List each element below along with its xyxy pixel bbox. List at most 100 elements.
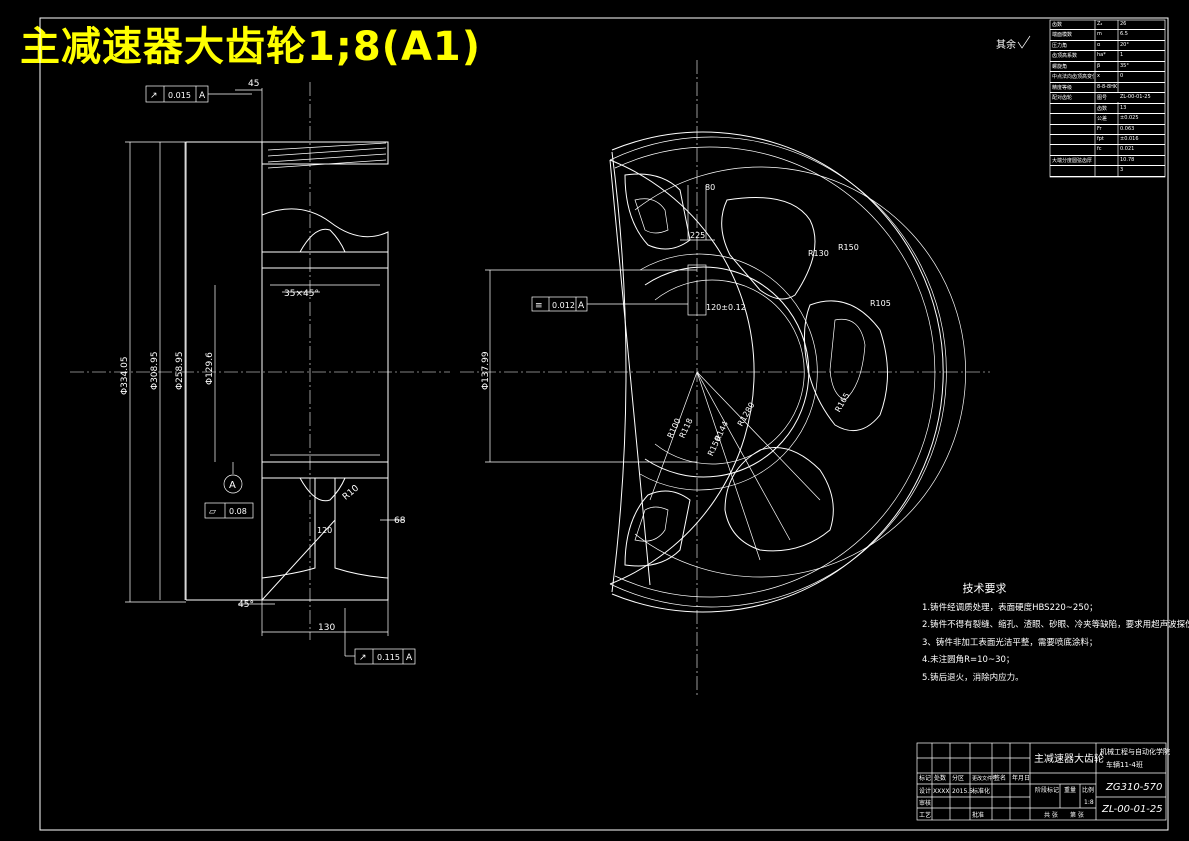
- param-cell: 齿数: [1052, 22, 1063, 28]
- drawing-number: ZL-00-01-25: [1101, 804, 1163, 815]
- svg-text:签名: 签名: [994, 774, 1006, 782]
- svg-text:处数: 处数: [934, 774, 946, 782]
- side-view: Φ137.99 ≡ 0.012 A 80 225 120±0.12 R130 R…: [460, 60, 990, 695]
- svg-text:R105: R105: [870, 299, 891, 308]
- param-cell: fpt: [1097, 135, 1104, 142]
- school-name: 机械工程与自动化学院: [1100, 747, 1170, 756]
- param-row: 中点法向齿顶高变位系数x 0: [1050, 72, 1165, 83]
- svg-text:45°: 45°: [238, 600, 254, 610]
- dim-diameter-2: Φ308.95: [150, 351, 160, 390]
- svg-text:68: 68: [394, 516, 406, 526]
- param-row: 大端分度圆弦齿厚 10.78: [1050, 156, 1165, 167]
- svg-text:更改文件号: 更改文件号: [972, 775, 997, 782]
- param-cell: 大端分度圆弦齿厚: [1052, 157, 1093, 164]
- param-cell: 1: [1120, 52, 1124, 59]
- param-row: 压力角 α 20°: [1050, 41, 1165, 52]
- drawing-frame: [39, 17, 1169, 831]
- param-cell: m: [1097, 31, 1102, 38]
- svg-text:A: A: [578, 301, 585, 311]
- dim-outer-diameter: Φ334.05: [120, 356, 130, 395]
- param-cell: 0: [1120, 73, 1124, 80]
- param-cell: 35°: [1120, 62, 1129, 69]
- svg-text:审核: 审核: [919, 799, 931, 807]
- svg-text:2015.5: 2015.5: [952, 788, 973, 795]
- param-cell: 3: [1120, 167, 1124, 174]
- svg-text:120: 120: [317, 526, 332, 535]
- svg-text:标记: 标记: [919, 774, 931, 782]
- param-cell: 20°: [1120, 41, 1129, 48]
- svg-text:分区: 分区: [952, 774, 964, 782]
- param-cell: ZL-00-01-25: [1120, 94, 1151, 101]
- param-cell: 0.063: [1120, 125, 1135, 132]
- svg-text:≡: ≡: [535, 301, 543, 311]
- param-cell: 中点法向齿顶高变位系数: [1052, 74, 1094, 81]
- param-cell: 公差: [1097, 116, 1108, 123]
- svg-text:XXXX: XXXX: [933, 788, 949, 795]
- svg-text:1:8: 1:8: [1084, 799, 1094, 806]
- material: ZG310-570: [1105, 782, 1162, 793]
- svg-text:0.08: 0.08: [229, 507, 247, 516]
- svg-text:R10: R10: [341, 483, 361, 502]
- param-cell: β: [1097, 62, 1101, 69]
- param-cell: 压力角: [1052, 42, 1068, 49]
- roughness-note: 其余: [996, 38, 1016, 51]
- param-row: 齿顶高系数 ha* 1: [1050, 51, 1165, 62]
- param-row: 螺旋角 β 35°: [1050, 62, 1165, 73]
- param-cell: x: [1097, 73, 1100, 80]
- svg-text:A: A: [199, 91, 206, 101]
- svg-text:A: A: [229, 480, 236, 491]
- svg-text:↗: ↗: [150, 91, 158, 101]
- param-cell: 8-8-8HK GB11365-89: [1097, 83, 1117, 90]
- svg-text:80: 80: [705, 183, 715, 192]
- param-cell: ha*: [1097, 52, 1106, 59]
- param-row: fc 0.021: [1050, 145, 1165, 156]
- param-cell: 图号: [1097, 95, 1108, 102]
- dim-diameter-3: Φ258.95: [175, 351, 185, 390]
- tech-item: 4.未注圆角R=10~30；: [922, 655, 1015, 665]
- svg-text:工艺: 工艺: [919, 811, 931, 819]
- tech-item: 5.铸后退火，消除内应力。: [922, 672, 1024, 683]
- svg-text:R150: R150: [706, 435, 723, 458]
- svg-text:阶段标记: 阶段标记: [1035, 786, 1059, 794]
- param-cell: 精度等级: [1052, 84, 1073, 91]
- param-cell: 螺旋角: [1052, 63, 1068, 70]
- technical-requirements: 技术要求 1.铸件经调质处理，表面硬度HBS220~250； 2.铸件不得有裂缝…: [922, 580, 1189, 687]
- drawing-title: 主减速器大齿轮1;8(A1): [20, 24, 482, 70]
- svg-text:120±0.12: 120±0.12: [706, 303, 746, 312]
- param-cell: ±0.025: [1120, 115, 1139, 122]
- svg-text:标准化: 标准化: [972, 787, 990, 795]
- param-cell: 6.5: [1120, 31, 1128, 38]
- param-row: 配对齿轮 图号 ZL-00-01-25: [1050, 93, 1165, 104]
- svg-text:▱: ▱: [209, 507, 216, 517]
- dim-bore-diameter: Φ129.6: [205, 352, 215, 385]
- param-cell: α: [1097, 41, 1101, 48]
- svg-text:225: 225: [690, 231, 705, 240]
- svg-text:R150: R150: [838, 243, 859, 252]
- tech-item: 3、铸件非加工表面光洁平整，需要喷底涂料；: [922, 637, 1098, 648]
- tech-item: 2.铸件不得有裂缝、缩孔、渣眼、砂眼、冷夹等缺陷，要求用超声波探伤；: [922, 620, 1189, 630]
- tech-heading: 技术要求: [962, 582, 1007, 595]
- param-cell: 13: [1120, 104, 1127, 111]
- svg-text:第 张: 第 张: [1070, 811, 1084, 819]
- class-name: 车辆11-4班: [1106, 760, 1143, 769]
- svg-text:R1280: R1280: [736, 401, 757, 428]
- param-cell: 10.78: [1120, 156, 1135, 163]
- part-name: 主减速器大齿轮: [1034, 752, 1104, 765]
- svg-text:A: A: [406, 653, 413, 663]
- svg-text:R165: R165: [833, 391, 851, 414]
- svg-text:0.115: 0.115: [377, 653, 400, 662]
- param-cell: 齿数: [1097, 105, 1108, 112]
- param-cell: 配对齿轮: [1052, 95, 1073, 102]
- param-cell: 齿顶高系数: [1052, 53, 1078, 60]
- dim-width: 130: [318, 623, 335, 633]
- dim-top: 45: [248, 79, 259, 89]
- param-cell: 0.021: [1120, 146, 1135, 153]
- svg-text:↗: ↗: [359, 653, 367, 663]
- title-block: 主减速器大齿轮 机械工程与自动化学院 车辆11-4班 ZG310-570 ZL-…: [916, 742, 1170, 821]
- svg-text:重量: 重量: [1064, 786, 1076, 794]
- param-cell: fc: [1097, 146, 1102, 153]
